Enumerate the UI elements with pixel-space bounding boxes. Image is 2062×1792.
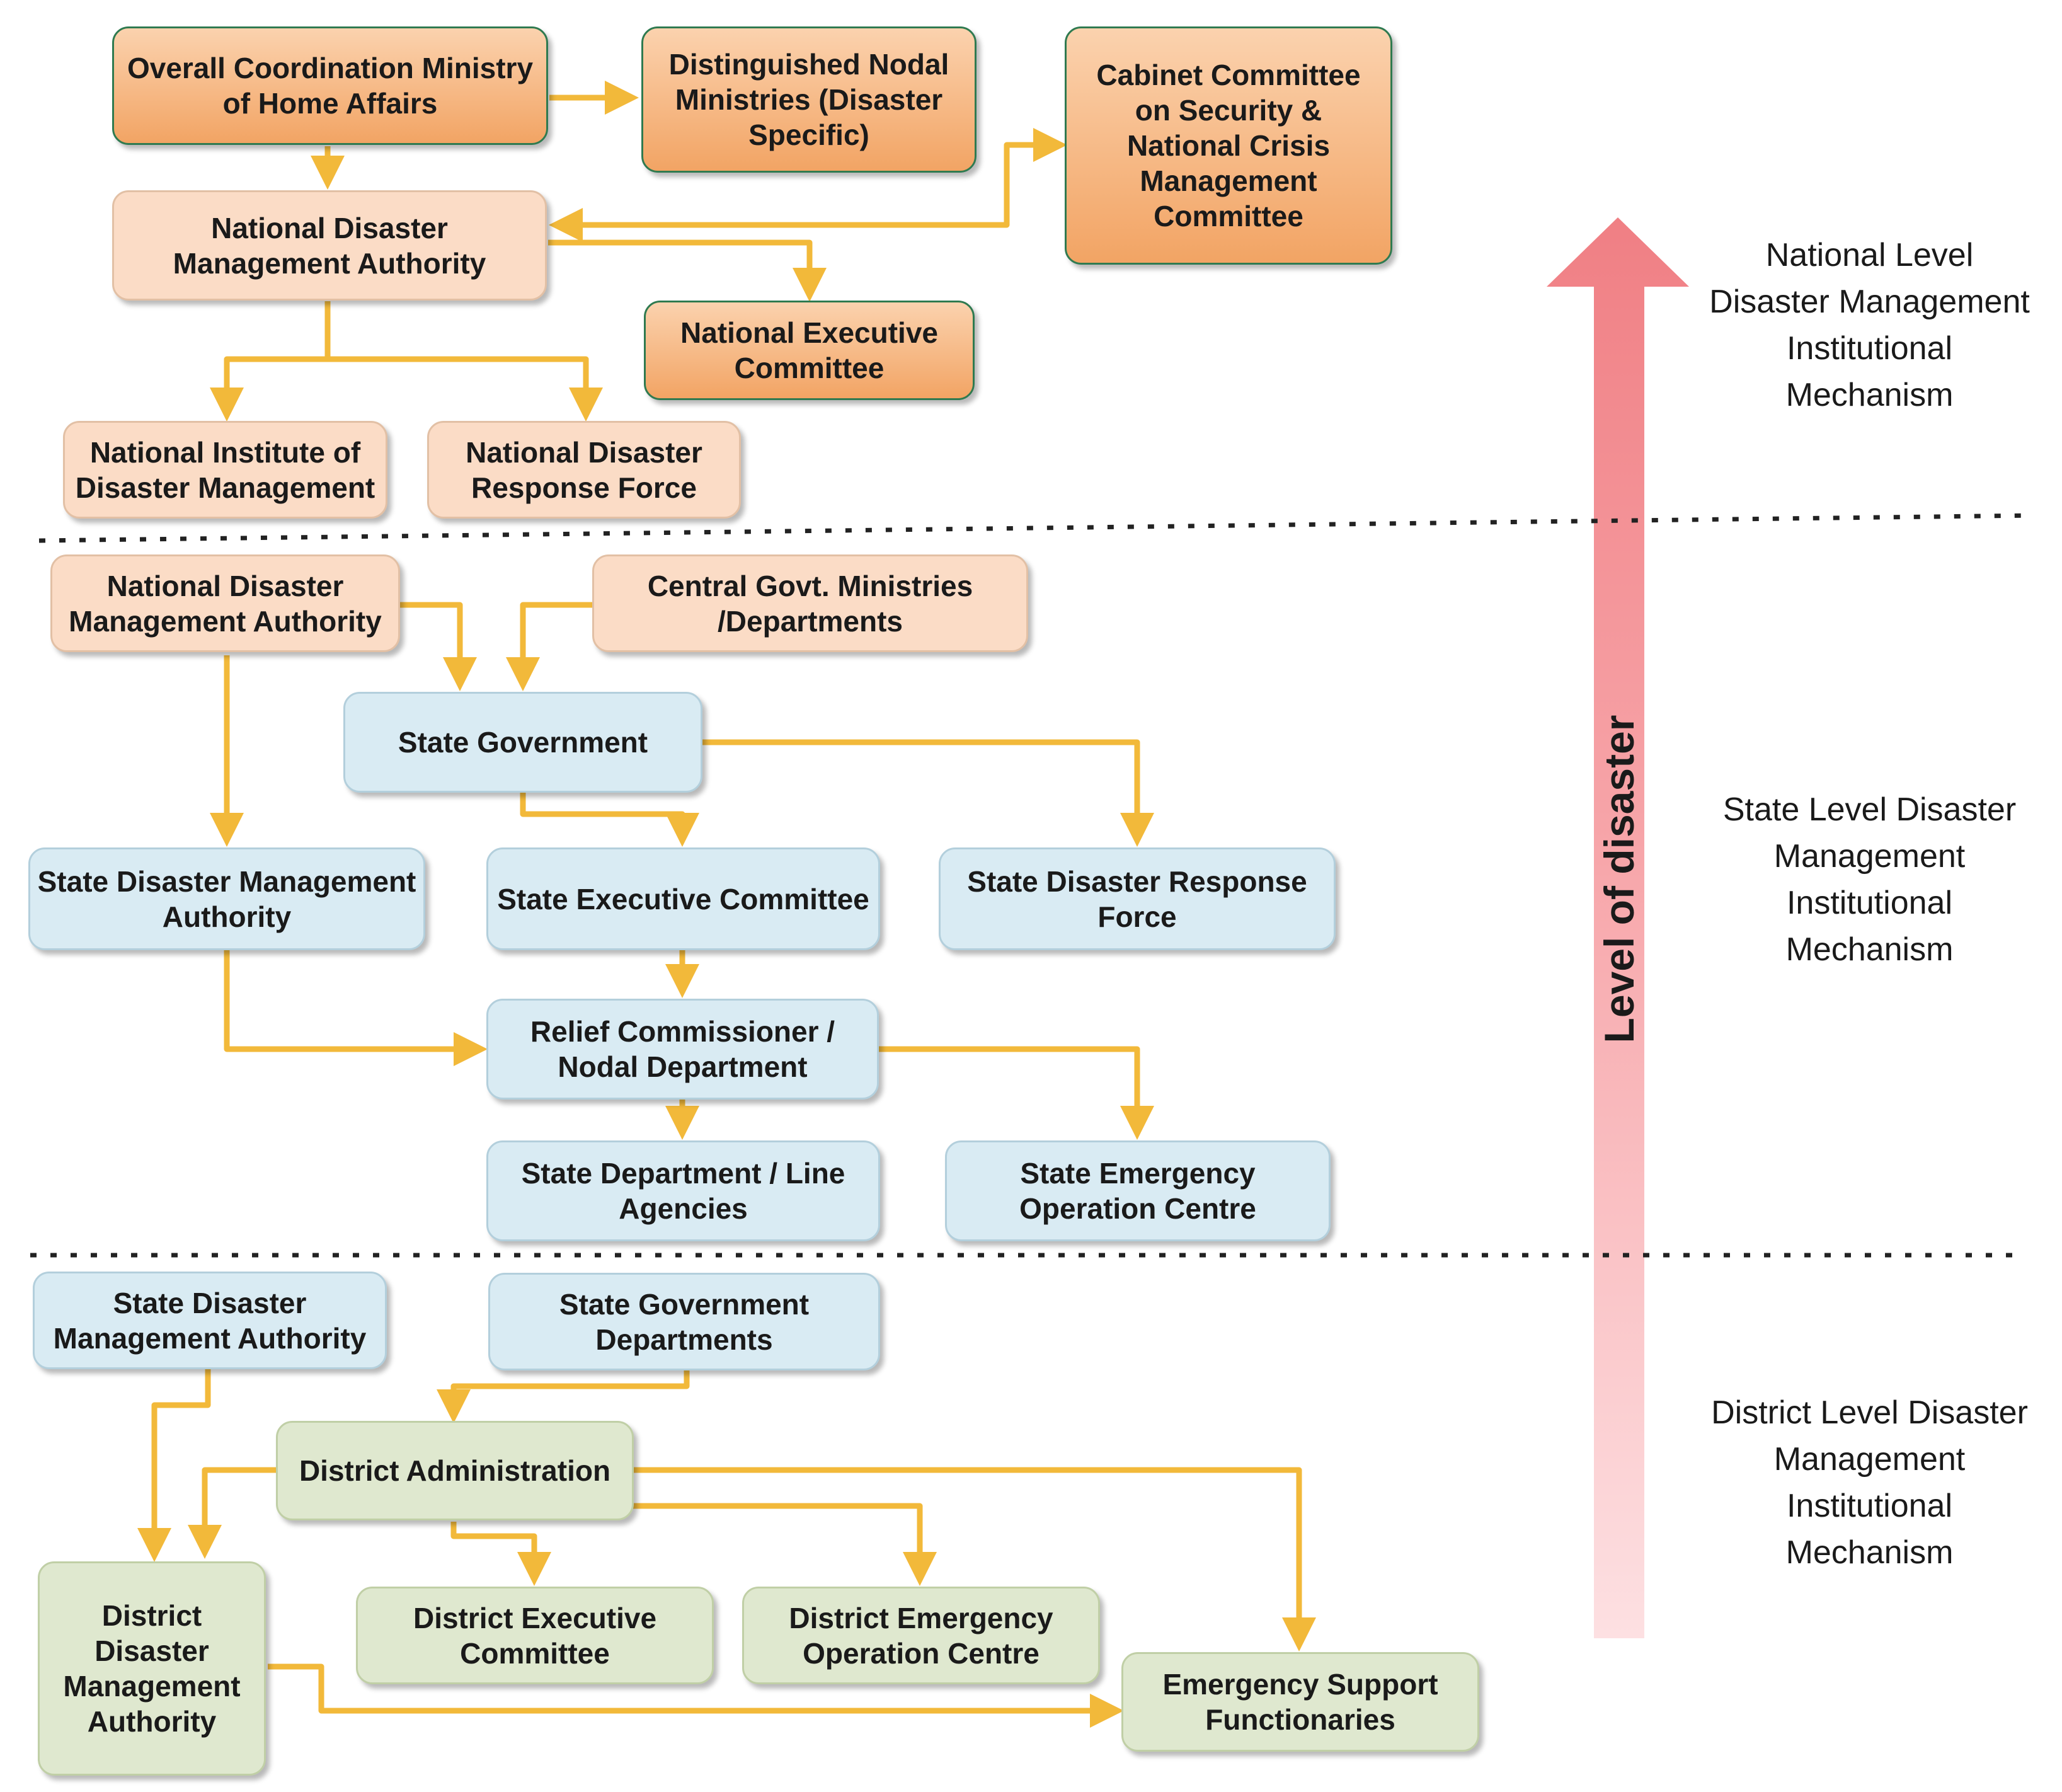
- line-agencies-box: State Department / Line Agencies: [486, 1140, 880, 1241]
- mha-box: Overall Coordination Ministry of Home Af…: [112, 26, 548, 145]
- connector-relief-seoc: [879, 1046, 1154, 1140]
- nodal-ministries-box: Distinguished Nodal Ministries (Disaster…: [641, 26, 977, 173]
- national-state-separator: [38, 513, 2032, 543]
- connector-ddma-esf: [268, 1663, 1124, 1728]
- relief-commissioner-box: Relief Commissioner / Nodal Department: [486, 999, 879, 1100]
- connector-central-stategov: [506, 602, 592, 691]
- state-government-box: State Government: [343, 692, 702, 793]
- central-ministries-box: Central Govt. Ministries /Departments: [592, 554, 1028, 652]
- connector-ndma-nec: [548, 239, 827, 302]
- sdrf-box: State Disaster Response Force: [939, 847, 1336, 950]
- connector-districtadmin-dec: [450, 1522, 551, 1586]
- nec-box: National Executive Committee: [644, 301, 975, 400]
- district-administration-box: District Administration: [276, 1421, 634, 1520]
- seoc-box: State Emergency Operation Centre: [945, 1140, 1331, 1241]
- connector-ndma-stategov: [400, 602, 477, 691]
- ndma-national-box: National Disaster Management Authority: [112, 190, 547, 301]
- level-of-disaster-label: Level of disaster: [1596, 715, 1642, 1043]
- ndma-state-box: National Disaster Management Authority: [50, 554, 400, 652]
- esf-box: Emergency Support Functionaries: [1121, 1652, 1479, 1752]
- connector-stategov-sdrf: [702, 739, 1154, 847]
- connector-sdma-ddma: [137, 1369, 211, 1562]
- connector-districtadmin-deoc: [633, 1503, 937, 1586]
- sdma-district-box: State Disaster Management Authority: [33, 1272, 387, 1369]
- level-arrow: [1547, 217, 1689, 1638]
- ddma-box: District Disaster Management Authority: [38, 1561, 266, 1776]
- connector-sdma-relief: [224, 950, 488, 1066]
- connector-districtadmin-esf: [633, 1467, 1316, 1651]
- cabinet-committee-box: Cabinet Committee on Security & National…: [1065, 26, 1392, 265]
- ndrf-box: National Disaster Response Force: [427, 421, 741, 519]
- connector-stgovdept-districtadmin: [437, 1369, 690, 1423]
- connector-districtadmin-ddma: [188, 1467, 277, 1559]
- connector-stategov-sec: [520, 793, 699, 847]
- dec-box: District Executive Committee: [356, 1587, 714, 1684]
- national-level-label: National Level Disaster Management Insti…: [1709, 237, 2030, 413]
- district-level-label: District Level Disaster Management Insti…: [1711, 1394, 2028, 1571]
- sdma-state-box: State Disaster Management Authority: [28, 847, 425, 950]
- state-level-label: State Level Disaster Management Institut…: [1722, 791, 2017, 968]
- state-govt-departments-box: State Government Departments: [488, 1273, 880, 1370]
- connector-ndma-ndrf: [328, 356, 603, 422]
- sec-box: State Executive Committee: [486, 847, 880, 950]
- deoc-box: District Emergency Operation Centre: [742, 1587, 1100, 1684]
- connector-ndma-nidm: [210, 301, 331, 422]
- nidm-box: National Institute of Disaster Managemen…: [63, 421, 387, 519]
